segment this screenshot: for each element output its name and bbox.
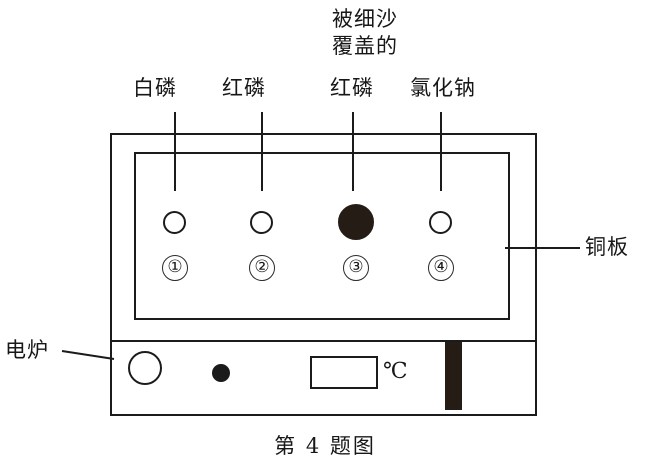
temperature-display	[310, 356, 378, 389]
copper-plate	[134, 152, 510, 320]
label-sand-covered-red-phosphorus: 红磷	[330, 76, 374, 100]
label-covered-by-fine-sand-line1: 被细沙	[332, 7, 398, 31]
control-knob-icon[interactable]	[128, 351, 162, 385]
power-indicator-icon	[212, 364, 230, 382]
label-white-phosphorus: 白磷	[133, 76, 177, 100]
sample-circle-3[interactable]	[338, 204, 374, 240]
label-red-phosphorus: 红磷	[222, 76, 266, 100]
sample-number-2: ②	[249, 255, 275, 281]
sample-circle-2[interactable]	[250, 211, 273, 234]
label-sodium-chloride: 氯化钠	[410, 76, 476, 100]
leader-line-electric-furnace	[61, 350, 115, 360]
leader-line-red-phosphorus	[261, 112, 263, 191]
sample-number-3: ③	[343, 255, 369, 281]
leader-line-copper-plate	[505, 247, 580, 249]
label-covered-by-fine-sand: 被细沙 覆盖的	[310, 6, 420, 60]
slider-switch[interactable]	[445, 342, 462, 410]
leader-line-white-phosphorus	[174, 112, 176, 191]
sample-number-1: ①	[162, 255, 188, 281]
leader-line-sodium-chloride	[440, 112, 442, 191]
label-covered-by-fine-sand-line2: 覆盖的	[332, 34, 398, 58]
sample-circle-1[interactable]	[163, 211, 186, 234]
temperature-unit-label: ℃	[383, 359, 408, 384]
label-electric-furnace: 电炉	[5, 338, 49, 362]
sample-circle-4[interactable]	[429, 211, 452, 234]
sample-number-4: ④	[428, 255, 454, 281]
label-copper-plate: 铜板	[585, 235, 629, 259]
figure-caption: 第 4 题图	[274, 434, 376, 458]
electric-furnace-panel	[110, 340, 537, 416]
leader-line-sand-covered-red-phosphorus	[352, 112, 354, 191]
